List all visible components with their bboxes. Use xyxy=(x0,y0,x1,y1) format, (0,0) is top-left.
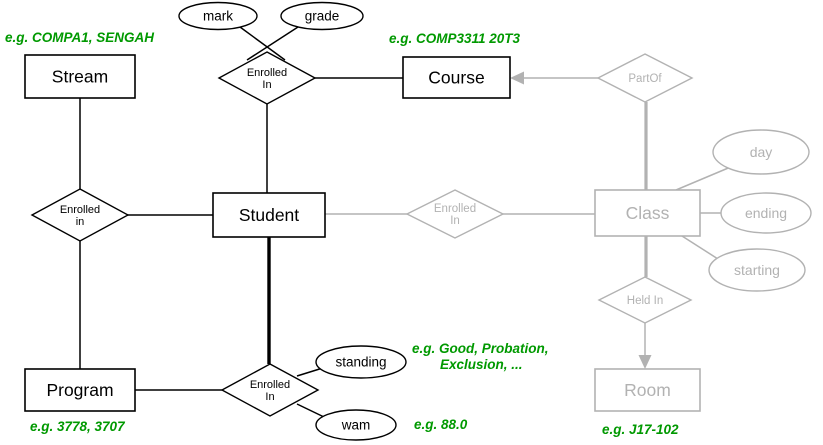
connector-enrolledin-wam xyxy=(296,403,325,418)
connector-grade-enrolledin xyxy=(246,26,299,61)
arrowhead-room xyxy=(638,355,652,369)
connector-class-starting xyxy=(681,235,719,260)
attribute-starting-label: starting xyxy=(734,262,780,278)
entity-room-shape xyxy=(594,368,701,412)
attribute-wam-label: wam xyxy=(341,418,371,433)
relationship-heldin-label: Held In xyxy=(627,295,663,307)
relationship-enrolledin-course-shape xyxy=(217,51,317,105)
entity-stream-label: Stream xyxy=(52,67,108,87)
relationship-enrolledin-course-label-2: In xyxy=(262,79,271,91)
attribute-ending-shape xyxy=(720,192,812,234)
annotation-standing-examples-1: e.g. Good, Probation, xyxy=(412,341,549,356)
annotation-wam-example: e.g. 88.0 xyxy=(414,417,468,432)
relationship-enrolledin-stream-label-2: in xyxy=(76,216,85,228)
relationship-partof-label: PartOf xyxy=(628,73,662,85)
relationship-heldin-shape xyxy=(597,276,693,324)
entity-student-label: Student xyxy=(239,205,299,225)
connector-mark-enrolledin xyxy=(239,26,286,61)
attribute-grade-shape xyxy=(280,1,364,31)
annotation-room-example: e.g. J17-102 xyxy=(602,422,679,437)
entity-course-label: Course xyxy=(428,68,484,88)
relationship-enrolledin-course-label-1: Enrolled xyxy=(247,67,287,79)
arrowhead-course xyxy=(510,71,524,85)
annotation-course-examples: e.g. COMP3311 20T3 xyxy=(389,31,521,46)
attribute-day-shape xyxy=(712,129,810,175)
attribute-day-label: day xyxy=(750,144,773,160)
entity-program-label: Program xyxy=(46,380,113,400)
relationship-enrolledin-class-label-2: In xyxy=(450,215,460,227)
relationship-enrolledin-program-label-2: In xyxy=(265,391,274,403)
attribute-mark-label: mark xyxy=(203,9,233,24)
annotation-stream-examples: e.g. COMPA1, SENGAH xyxy=(5,30,154,45)
entity-stream-shape xyxy=(24,54,136,99)
relationship-partof-shape xyxy=(596,53,694,103)
entity-class-shape xyxy=(594,189,701,237)
relationship-enrolledin-program-shape xyxy=(220,363,320,417)
attribute-starting-shape xyxy=(708,248,806,292)
relationship-enrolledin-program-label-1: Enrolled xyxy=(250,379,290,391)
annotation-standing-examples-2: Exclusion, ... xyxy=(440,357,523,372)
entity-class-label: Class xyxy=(626,203,670,223)
attribute-standing-shape xyxy=(315,345,407,379)
attribute-ending-label: ending xyxy=(745,205,787,221)
relationship-enrolledin-class-shape xyxy=(405,189,505,239)
connector-class-day xyxy=(675,165,734,191)
attribute-standing-label: standing xyxy=(335,355,386,370)
relationship-enrolledin-class-label-1: Enrolled xyxy=(434,203,476,215)
entity-program-shape xyxy=(24,368,136,412)
annotation-program-examples: e.g. 3778, 3707 xyxy=(30,419,126,434)
relationship-enrolledin-stream-label-1: Enrolled xyxy=(60,204,100,216)
entity-student-shape xyxy=(212,192,326,238)
attribute-mark-shape xyxy=(178,1,258,31)
entity-room-label: Room xyxy=(624,380,671,400)
relationship-enrolledin-stream-shape xyxy=(30,188,130,242)
attribute-grade-label: grade xyxy=(305,9,340,24)
entity-course-shape xyxy=(402,56,511,99)
attribute-wam-shape xyxy=(315,409,397,441)
